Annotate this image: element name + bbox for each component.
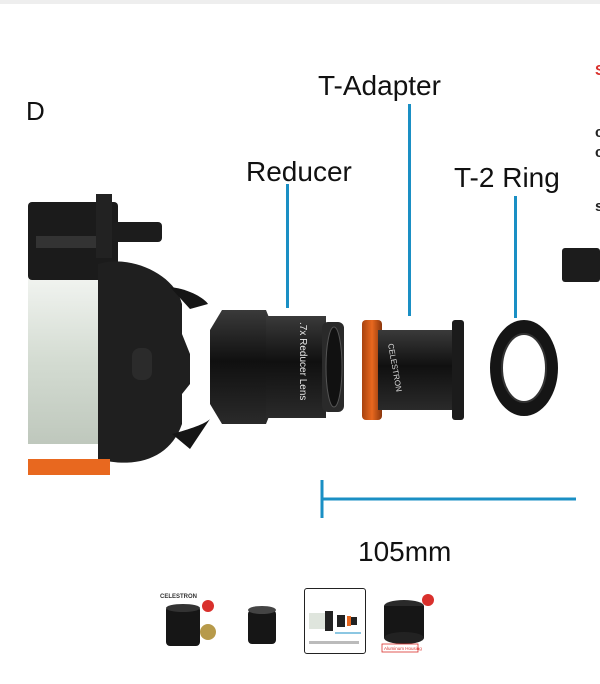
product-image-viewer[interactable]: .7x Reducer Lens CELESTRON D T-Adapter R… — [0, 4, 600, 684]
product-main-image: .7x Reducer Lens CELESTRON — [28, 194, 600, 518]
thumbnail-4[interactable]: Aluminum Housing — [376, 588, 438, 654]
side-text-3: c — [595, 144, 600, 161]
t2-ring — [490, 320, 558, 416]
thumbnail-2[interactable] — [232, 588, 294, 654]
leader-t2-ring — [514, 196, 517, 318]
label-reducer: Reducer — [246, 156, 352, 187]
label-d: D — [26, 96, 45, 126]
reducer-engraving: .7x Reducer Lens — [297, 322, 308, 400]
top-bar — [0, 0, 600, 4]
reducer-lens: .7x Reducer Lens — [210, 310, 344, 424]
thumbnail-4-badge: Aluminum Housing — [384, 646, 422, 651]
thumbnail-3[interactable] — [304, 588, 366, 654]
thumbnail-strip: CELESTRON — [150, 588, 450, 660]
label-distance: 105mm — [358, 536, 452, 567]
side-text-4: s — [595, 198, 600, 215]
label-t-adapter: T-Adapter — [318, 70, 441, 101]
t-adapter: CELESTRON — [362, 320, 464, 420]
leader-t-adapter — [408, 104, 411, 316]
thumbnail-1-brand: CELESTRON — [160, 594, 197, 600]
leader-reducer — [286, 184, 289, 308]
telescope-body — [28, 194, 210, 475]
side-text-1: S — [595, 62, 600, 79]
side-text-2: c — [595, 124, 600, 141]
thumbnail-1[interactable]: CELESTRON — [158, 588, 220, 654]
label-t2-ring: T-2 Ring — [454, 162, 560, 193]
distance-marker — [320, 480, 576, 518]
